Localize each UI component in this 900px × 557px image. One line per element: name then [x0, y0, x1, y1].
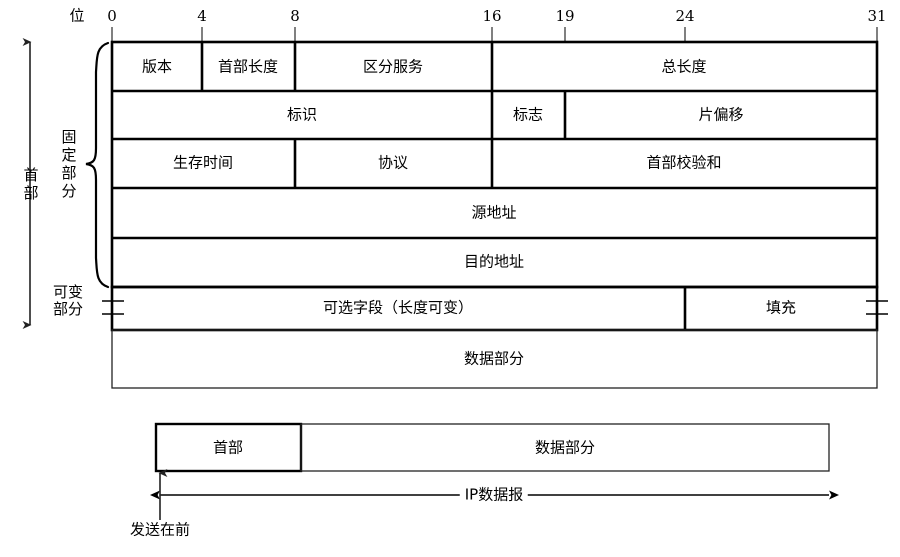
field-data-part: 数据部分 — [463, 349, 525, 368]
datagram-blocks — [154, 422, 830, 473]
field-version: 版本 — [141, 57, 173, 76]
ruler-tick-24: 24 — [675, 7, 695, 25]
field-padding: 填充 — [765, 298, 797, 317]
field-total-length: 总长度 — [661, 57, 707, 76]
field-flags: 标志 — [512, 105, 544, 124]
field-identification: 标识 — [286, 105, 318, 124]
ruler-tick-0: 0 — [107, 7, 117, 25]
bit-ruler-ticks — [111, 27, 878, 41]
ruler-tick-19: 19 — [555, 7, 575, 25]
fixed-part-brace — [85, 41, 110, 289]
variable-part-label-line2: 部分 — [52, 300, 84, 318]
variable-part-label: 可变部分 — [53, 284, 83, 318]
datagram-span-label: IP数据报 — [459, 487, 529, 503]
field-fragment-offset: 片偏移 — [698, 105, 744, 124]
field-time-to-live: 生存时间 — [172, 153, 234, 172]
variable-part-label-line1: 可变 — [52, 283, 84, 302]
field-header-length: 首部长度 — [217, 57, 279, 76]
fixed-part-label: 固定部分 — [59, 129, 78, 201]
field-destination-address: 目的地址 — [463, 252, 525, 271]
datagram-header-block-label: 首部 — [212, 438, 244, 457]
field-source-address: 源地址 — [471, 203, 517, 222]
header-extent-label: 首部 — [21, 167, 40, 203]
field-differentiated-services: 区分服务 — [362, 57, 424, 76]
send-first-label: 发送在前 — [129, 520, 191, 539]
ruler-tick-16: 16 — [482, 7, 502, 25]
field-protocol: 协议 — [377, 153, 409, 172]
ruler-tick-8: 8 — [290, 7, 300, 25]
field-options: 可选字段（长度可变） — [322, 298, 474, 317]
ruler-tick-31: 31 — [867, 7, 887, 25]
ruler-tick-4: 4 — [197, 7, 207, 25]
datagram-data-block-label: 数据部分 — [534, 438, 596, 457]
bit-axis-caption: 位 — [69, 6, 85, 25]
field-header-checksum: 首部校验和 — [646, 153, 722, 172]
